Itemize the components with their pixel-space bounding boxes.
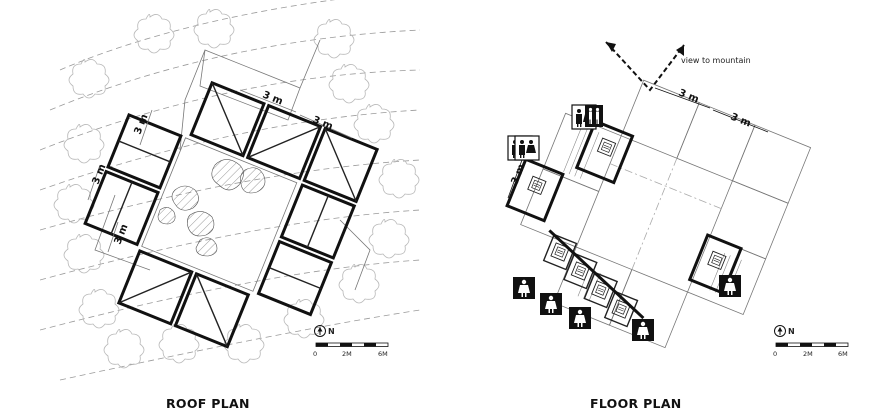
scale-label: 6M (838, 350, 848, 358)
floor-scale-bar: 0 2M 6M (773, 342, 849, 358)
floor-north-arrow: N (774, 325, 795, 337)
floor-dim-label: 3 m (729, 112, 752, 130)
courtyard-shrubs (157, 159, 266, 257)
floor-north-label: N (788, 327, 795, 336)
family-toilet-icon (514, 135, 540, 161)
roof-north-label: N (328, 327, 335, 336)
north-arrow-icon (314, 325, 326, 337)
floor-structure (520, 79, 812, 349)
toilet-icons (507, 104, 741, 341)
floor-plan: view to mountain (505, 41, 812, 349)
roof-footprint (94, 39, 371, 291)
roof-plan-caption: ROOF PLAN (166, 396, 250, 411)
scale-label: 2M (803, 350, 813, 358)
female-toilet-icon (540, 293, 562, 315)
floor-dim-label: 3 m (677, 88, 700, 106)
roof-plan: 3 m 3 m 3 m 3 m 3 m (40, 0, 420, 381)
floor-dim-label: 3 m (510, 163, 528, 186)
toilet-rooms (505, 119, 744, 328)
scale-label: 2M (342, 350, 352, 358)
roof-dim-label: 3 m (113, 223, 131, 246)
female-toilet-icon (632, 319, 654, 341)
female-toilet-icon (513, 277, 535, 299)
view-arrow (605, 41, 685, 92)
scale-label: 0 (313, 350, 317, 358)
scale-label: 6M (378, 350, 388, 358)
view-label: view to mountain (681, 56, 751, 65)
female-toilet-icon (569, 307, 591, 329)
roof-scale-bar: 0 2M 6M (313, 342, 389, 358)
scale-label: 0 (773, 350, 777, 358)
north-arrow-icon (774, 325, 786, 337)
roof-trees (53, 9, 420, 369)
roof-panels (83, 80, 380, 349)
roof-north-arrow: N (314, 325, 335, 337)
male-toilet-icon (585, 105, 603, 127)
floor-plan-caption: FLOOR PLAN (590, 396, 682, 411)
female-toilet-icon (719, 275, 741, 297)
